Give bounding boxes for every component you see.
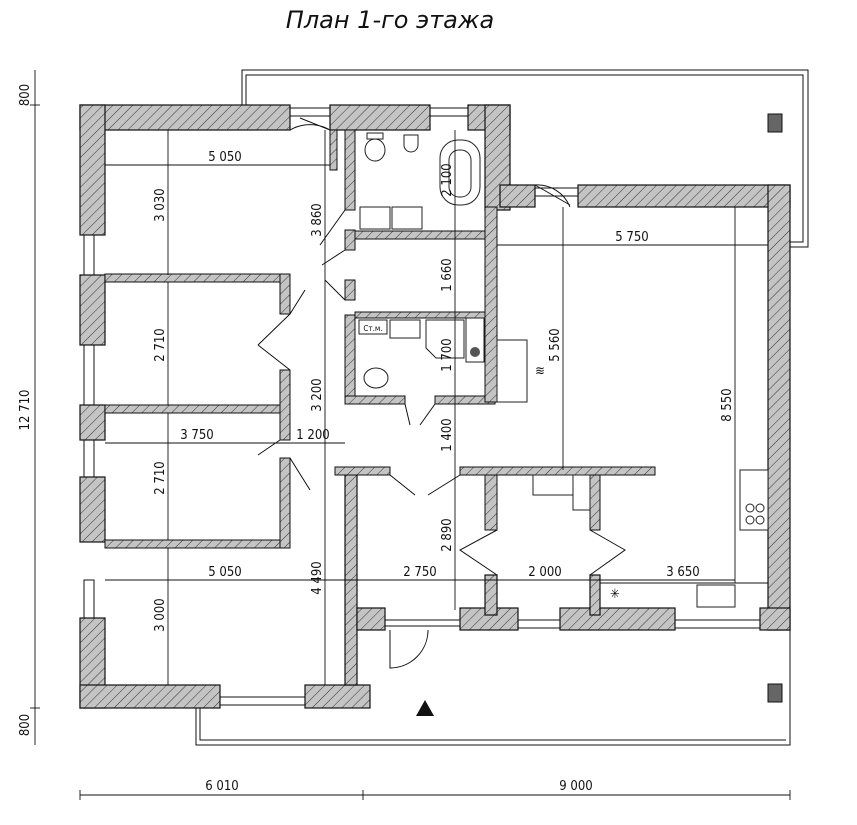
sink-icon: [696, 584, 736, 608]
dim-left-total: 12 710: [18, 390, 33, 431]
dim-left-top: 800: [18, 84, 33, 106]
column: [767, 683, 783, 703]
dim-corridor-width: 1 200: [296, 428, 329, 443]
dim-wc-depth: 1 700: [440, 338, 455, 371]
dim-bedroom4-depth: 3 000: [153, 598, 168, 631]
terrace-outline: [195, 69, 809, 746]
column: [767, 113, 783, 133]
stove-icon: [572, 474, 591, 511]
dim-bath-depth: 2 100: [440, 163, 455, 196]
dimension-lines: [30, 70, 791, 800]
dim-bedroom3-depth: 2 710: [153, 461, 168, 494]
dim-bedroom3-width: 3 750: [180, 428, 213, 443]
washer-label: Ст.м.: [363, 324, 382, 333]
sink-icon: [391, 206, 423, 230]
windows: [83, 107, 761, 706]
dim-dressing-depth: 1 660: [440, 258, 455, 291]
entrance-arrow-icon: [416, 700, 434, 716]
dim-bedroom2-depth: 2 710: [153, 328, 168, 361]
fireplace: [496, 339, 528, 403]
plan-title: План 1-го этажа: [286, 6, 494, 34]
dim-bottom-left: 6 010: [205, 779, 238, 794]
dim-left-bottom: 800: [18, 714, 33, 736]
dim-pantry-width: 2 000: [528, 565, 561, 580]
fixtures: Ст.м. ≋ ✳: [358, 132, 769, 608]
dim-hall-lower: 2 890: [440, 518, 455, 551]
dim-vestibule-width: 2 750: [403, 565, 436, 580]
exterior-walls: [79, 104, 791, 709]
dimension-labels: 800 12 710 800 5 050 3 030 3 860 2 100 5…: [18, 84, 735, 794]
dim-living-total-depth: 8 550: [720, 388, 735, 421]
bidet-icon: [403, 134, 419, 153]
dim-hall-upper: 3 860: [310, 203, 325, 236]
washer: [358, 319, 388, 335]
dim-bottom-right: 9 000: [559, 779, 592, 794]
toilet-icon: [364, 138, 386, 162]
fan-icon: ✳: [610, 587, 620, 602]
dim-bedroom1-depth: 3 030: [153, 188, 168, 221]
dim-corridor-depth: 3 200: [310, 378, 325, 411]
radiator-icon: ≋: [535, 364, 545, 379]
dim-kitchen-width: 3 650: [666, 565, 699, 580]
shower-icon: [425, 319, 465, 359]
toilet-icon: [363, 367, 389, 389]
dim-bedroom4-width: 5 050: [208, 565, 241, 580]
dim-living-inner-depth: 5 560: [548, 328, 563, 361]
cooktop-icon: [739, 469, 769, 531]
dim-bedroom4-side: 4 490: [310, 561, 325, 594]
sink-icon: [532, 474, 574, 496]
dim-hall-gap: 1 400: [440, 418, 455, 451]
sink-icon: [359, 206, 391, 230]
sink-icon: [389, 319, 421, 339]
dim-bedroom1-width: 5 050: [208, 150, 241, 165]
dim-living-width: 5 750: [615, 230, 648, 245]
